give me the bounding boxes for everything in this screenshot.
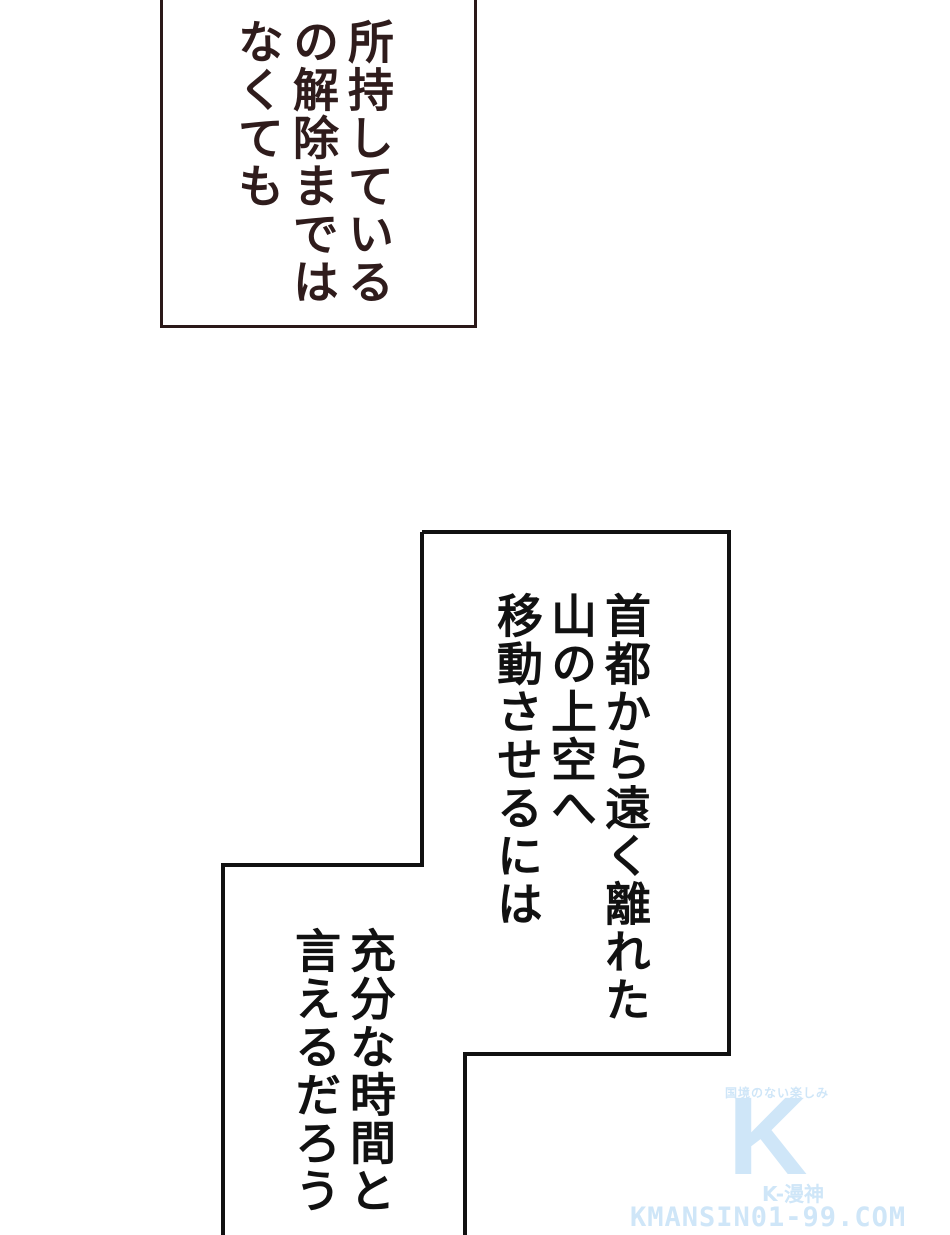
watermark-url: KMANSIN01-99.COM — [630, 1202, 907, 1233]
caption-box-1 — [160, 0, 477, 328]
caption-line-3: ・なくても — [231, 0, 285, 210]
caption-line-1: ・所持している — [341, 18, 395, 306]
caption2-line-3: 移動させるには — [490, 592, 544, 928]
watermark-name: K-漫神 — [762, 1182, 825, 1206]
caption2-line-2: 山の上空へ — [544, 592, 598, 832]
caption2-line-1: 首都から遠く離れた — [598, 592, 652, 1024]
watermark-tagline: 国境のない楽しみ — [725, 1086, 830, 1100]
caption-line-2: ・の解除までは — [286, 0, 340, 306]
caption3-line-2: 言えるだろう — [288, 927, 342, 1215]
watermark-logo-icon: K — [728, 1075, 808, 1198]
caption3-line-1: 充分な時間と — [343, 927, 397, 1215]
